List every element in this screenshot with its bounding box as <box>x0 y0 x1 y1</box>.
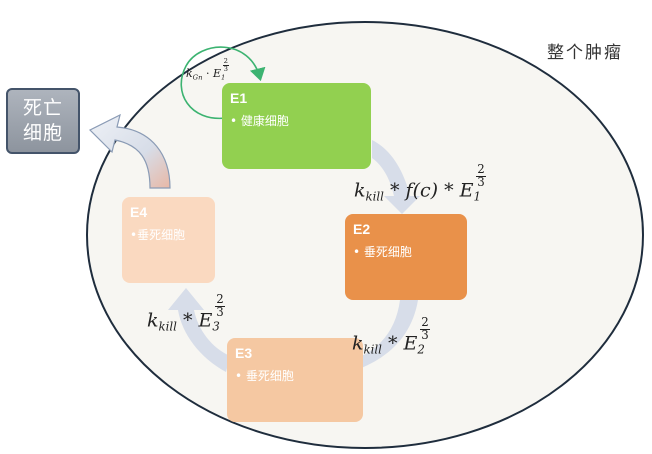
node-e2: E2 垂死细胞 <box>345 214 467 300</box>
node-e4-title: E4 <box>130 204 148 220</box>
node-e2-item: 垂死细胞 <box>353 243 459 260</box>
node-e3: E3 垂死细胞 <box>227 338 363 422</box>
growth-loop <box>180 46 266 120</box>
node-e4-item: 垂死细胞 <box>130 226 207 243</box>
tumor-label: 整个肿瘤 <box>547 43 623 63</box>
node-e1-item: 健康细胞 <box>230 112 363 129</box>
node-e3-item: 垂死细胞 <box>235 367 355 384</box>
node-e1: E1 健康细胞 <box>222 83 371 169</box>
node-e4: E4 垂死细胞 <box>122 197 215 283</box>
dead-cells-label-line1: 死亡 <box>22 97 63 119</box>
node-e3-title: E3 <box>235 345 253 361</box>
arrow-e3-to-e4 <box>168 288 230 372</box>
dead-cells-box: 死亡 细胞 <box>6 88 80 154</box>
arrow-e4-to-dead <box>88 113 171 189</box>
dead-cells-label-line2: 细胞 <box>22 122 63 144</box>
node-e1-title: E1 <box>230 90 248 106</box>
arrow-e1-to-e2 <box>372 140 420 214</box>
node-e2-title: E2 <box>353 221 371 237</box>
